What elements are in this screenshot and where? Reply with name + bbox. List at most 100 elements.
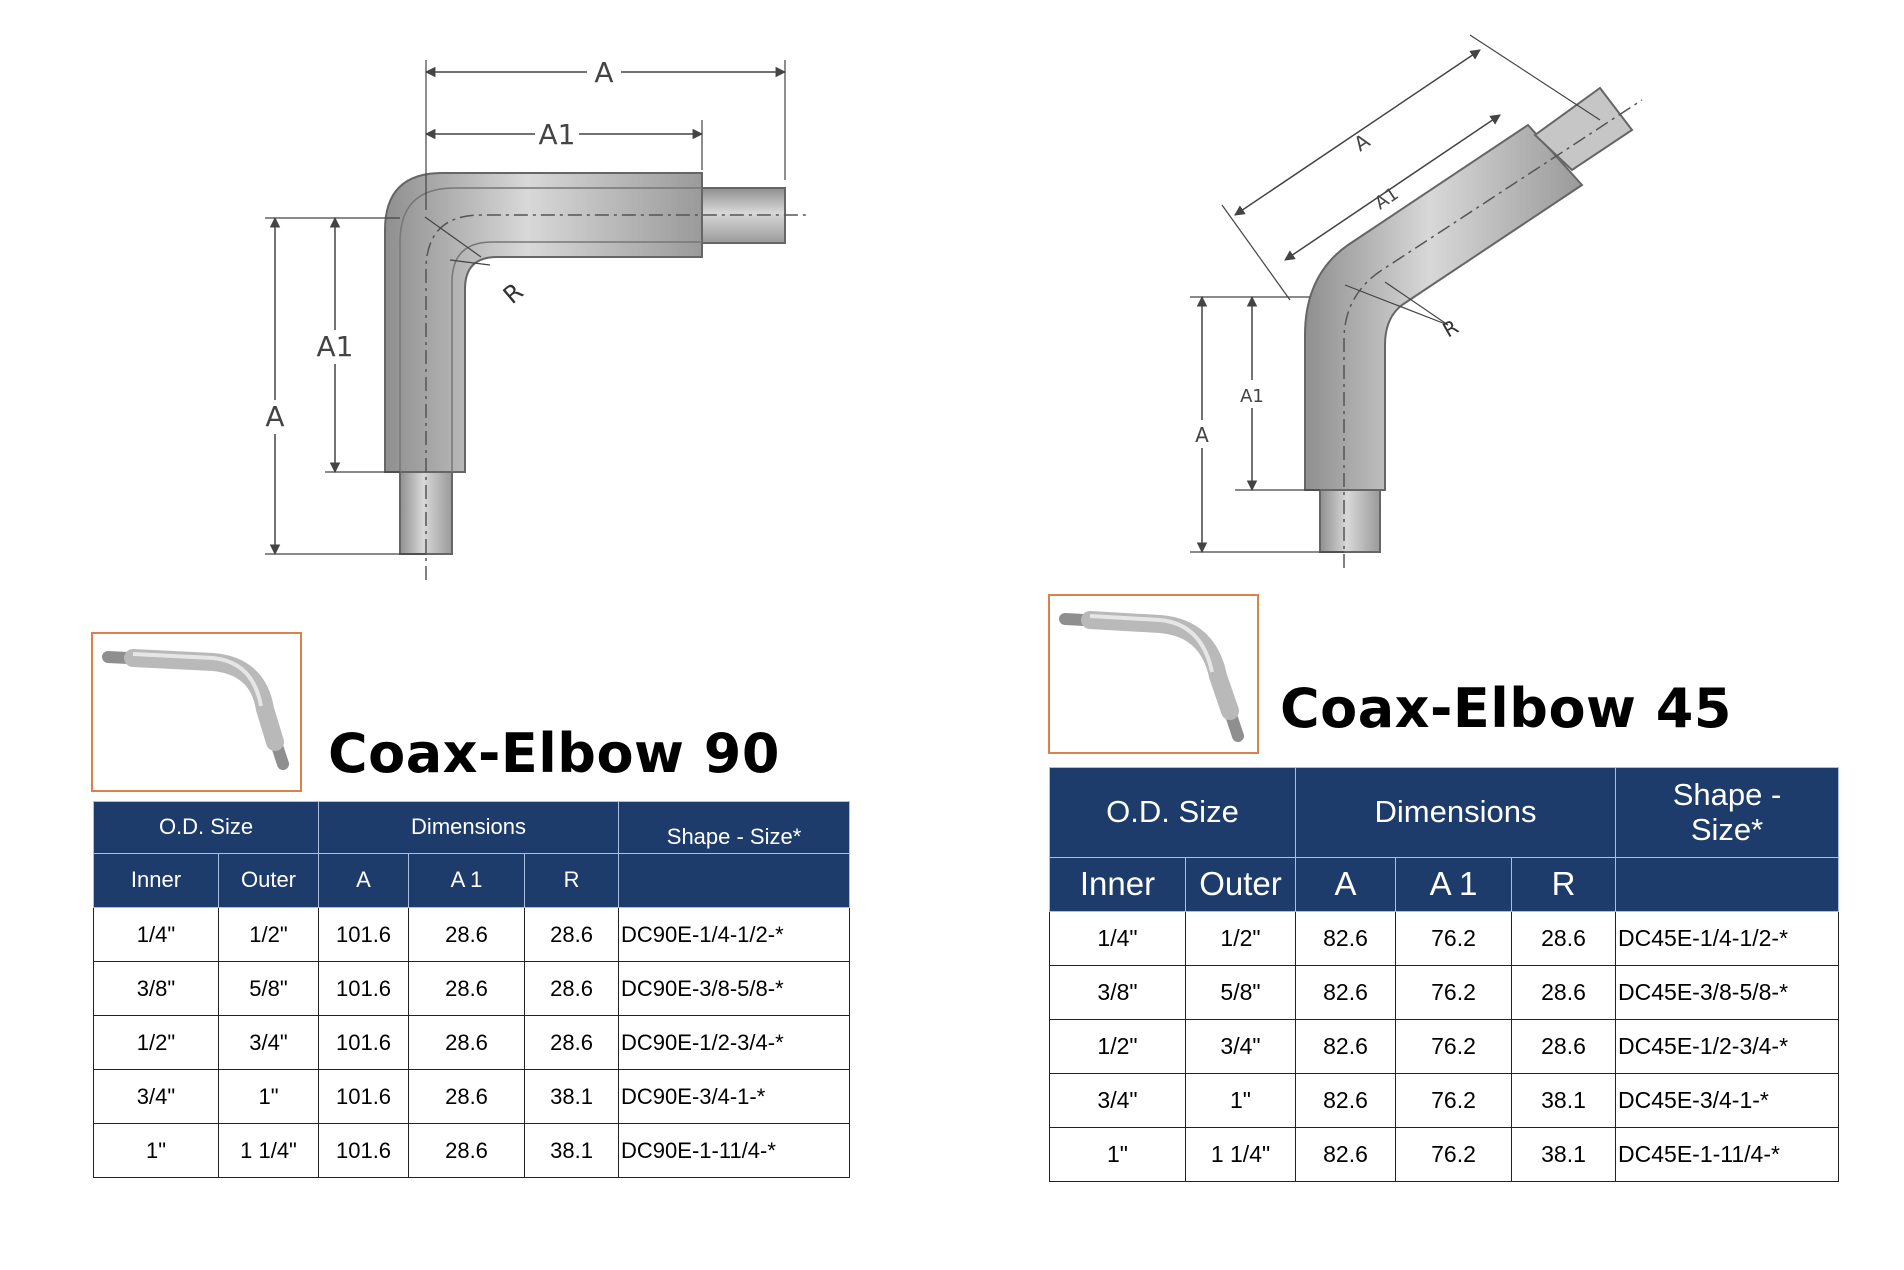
table-row: 3/4" 1" 101.6 28.6 38.1 DC90E-3/4-1-* — [93, 1069, 851, 1124]
outer-cell: 1 1/4" — [1185, 1127, 1296, 1182]
outer-header: Outer — [217, 853, 320, 908]
outer-cell: 5/8" — [217, 961, 320, 1016]
shape-size-cell: DC90E-1/4-1/2-* — [618, 907, 851, 962]
a-cell: 101.6 — [318, 1015, 410, 1070]
elbow-45-diagram: R A A1 A A1 — [1190, 34, 1643, 568]
inner-pipe-bottom — [1319, 489, 1381, 553]
r-cell: 38.1 — [524, 1069, 620, 1124]
inner-cell: 3/8" — [1049, 965, 1186, 1020]
svg-text:A: A — [594, 56, 613, 89]
a1-cell: 28.6 — [408, 961, 526, 1016]
inner-cell: 1" — [1049, 1127, 1186, 1182]
outer-cell: 3/4" — [217, 1015, 320, 1070]
a-header: A — [1295, 857, 1396, 912]
dimensions-header: Dimensions — [318, 801, 620, 854]
elbow-90-thumbnail — [91, 632, 302, 792]
r-cell: 28.6 — [524, 907, 620, 962]
table-row: 1/2" 3/4" 82.6 76.2 28.6 DC45E-1/2-3/4-* — [1049, 1019, 1840, 1074]
shape-size-cell: DC45E-1/4-1/2-* — [1615, 911, 1840, 966]
elbow-45-thumbnail — [1048, 594, 1259, 754]
dimensions-header: Dimensions — [1294, 767, 1617, 858]
inner-cell: 1/4" — [93, 907, 219, 962]
a1-cell: 28.6 — [408, 907, 526, 962]
shape-size-cell: DC45E-3/4-1-* — [1615, 1073, 1840, 1128]
a1-header: A 1 — [1395, 857, 1512, 912]
svg-text:R: R — [1439, 315, 1463, 343]
outer-pipe — [384, 172, 703, 473]
outer-cell: 3/4" — [1185, 1019, 1296, 1074]
a-cell: 82.6 — [1295, 1127, 1396, 1182]
a1-cell: 28.6 — [408, 1069, 526, 1124]
r-cell: 28.6 — [524, 1015, 620, 1070]
outer-cell: 1/2" — [1185, 911, 1296, 966]
svg-text:A1: A1 — [317, 330, 354, 363]
shape-size-header-blank — [1615, 857, 1840, 912]
r-cell: 38.1 — [1510, 1127, 1617, 1182]
a-cell: 82.6 — [1295, 1073, 1396, 1128]
outer-pipe — [1304, 123, 1584, 491]
a-cell: 101.6 — [318, 961, 410, 1016]
table-row: 3/8" 5/8" 101.6 28.6 28.6 DC90E-3/8-5/8-… — [93, 961, 851, 1016]
shape-size-cell: DC90E-3/4-1-* — [618, 1069, 851, 1124]
outer-cell: 1" — [217, 1069, 320, 1124]
a-cell: 101.6 — [318, 907, 410, 962]
svg-text:A: A — [1195, 423, 1209, 447]
inner-cell: 1/4" — [1049, 911, 1186, 966]
a-cell: 82.6 — [1295, 1019, 1396, 1074]
a1-cell: 28.6 — [408, 1123, 526, 1178]
a1-cell: 28.6 — [408, 1015, 526, 1070]
shape-size-cell: DC45E-1-11/4-* — [1615, 1127, 1840, 1182]
shape-size-cell: DC90E-3/8-5/8-* — [618, 961, 851, 1016]
shape-size-header-blank — [618, 853, 851, 908]
svg-text:A: A — [1349, 128, 1374, 156]
table-row: 1/2" 3/4" 101.6 28.6 28.6 DC90E-1/2-3/4-… — [93, 1015, 851, 1070]
elbow-45-spec-table: O.D. Size Dimensions Shape - Size* Inner… — [1049, 767, 1840, 1182]
table-row: 3/8" 5/8" 82.6 76.2 28.6 DC45E-3/8-5/8-* — [1049, 965, 1840, 1020]
shape-size-cell: DC90E-1-11/4-* — [618, 1123, 851, 1178]
table-row: 1" 1 1/4" 101.6 28.6 38.1 DC90E-1-11/4-* — [93, 1123, 851, 1178]
a-cell: 101.6 — [318, 1069, 410, 1124]
shape-size-cell: DC90E-1/2-3/4-* — [618, 1015, 851, 1070]
r-cell: 28.6 — [524, 961, 620, 1016]
inner-cell: 3/8" — [93, 961, 219, 1016]
a-cell: 82.6 — [1295, 965, 1396, 1020]
svg-text:A: A — [265, 400, 284, 433]
a-cell: 82.6 — [1295, 911, 1396, 966]
elbow-90-diagram: R A A1 A A1 — [260, 56, 810, 580]
r-header: R — [1510, 857, 1617, 912]
inner-cell: 3/4" — [1049, 1073, 1186, 1128]
table-row: 1/4" 1/2" 101.6 28.6 28.6 DC90E-1/4-1/2-… — [93, 907, 851, 962]
a1-cell: 76.2 — [1395, 965, 1512, 1020]
svg-text:R: R — [498, 277, 529, 309]
inner-pipe-diagonal — [1533, 86, 1634, 172]
svg-text:A1: A1 — [1371, 183, 1402, 214]
svg-text:A1: A1 — [1240, 386, 1264, 407]
r-cell: 38.1 — [1510, 1073, 1617, 1128]
outer-header: Outer — [1185, 857, 1296, 912]
table-row: 1/4" 1/2" 82.6 76.2 28.6 DC45E-1/4-1/2-* — [1049, 911, 1840, 966]
outer-cell: 1 1/4" — [217, 1123, 320, 1178]
a1-cell: 76.2 — [1395, 1019, 1512, 1074]
a1-cell: 76.2 — [1395, 1127, 1512, 1182]
shape-size-header: Shape - Size* — [1615, 767, 1840, 858]
inner-header: Inner — [1049, 857, 1186, 912]
r-header: R — [524, 853, 620, 908]
inner-cell: 1/2" — [1049, 1019, 1186, 1074]
r-cell: 38.1 — [524, 1123, 620, 1178]
a-header: A — [318, 853, 410, 908]
a-cell: 101.6 — [318, 1123, 410, 1178]
outer-cell: 1/2" — [217, 907, 320, 962]
outer-cell: 5/8" — [1185, 965, 1296, 1020]
a1-cell: 76.2 — [1395, 911, 1512, 966]
a1-header: A 1 — [408, 853, 526, 908]
od-size-header: O.D. Size — [1049, 767, 1296, 858]
svg-text:A1: A1 — [539, 118, 576, 151]
inner-cell: 1/2" — [93, 1015, 219, 1070]
inner-header: Inner — [93, 853, 219, 908]
elbow-90-title: Coax-Elbow 90 — [328, 722, 780, 785]
table-row: 1" 1 1/4" 82.6 76.2 38.1 DC45E-1-11/4-* — [1049, 1127, 1840, 1182]
r-cell: 28.6 — [1510, 1019, 1617, 1074]
elbow-90-spec-table: O.D. Size Dimensions Shape - Size* Inner… — [92, 801, 851, 1178]
outer-cell: 1" — [1185, 1073, 1296, 1128]
shape-size-cell: DC45E-1/2-3/4-* — [1615, 1019, 1840, 1074]
